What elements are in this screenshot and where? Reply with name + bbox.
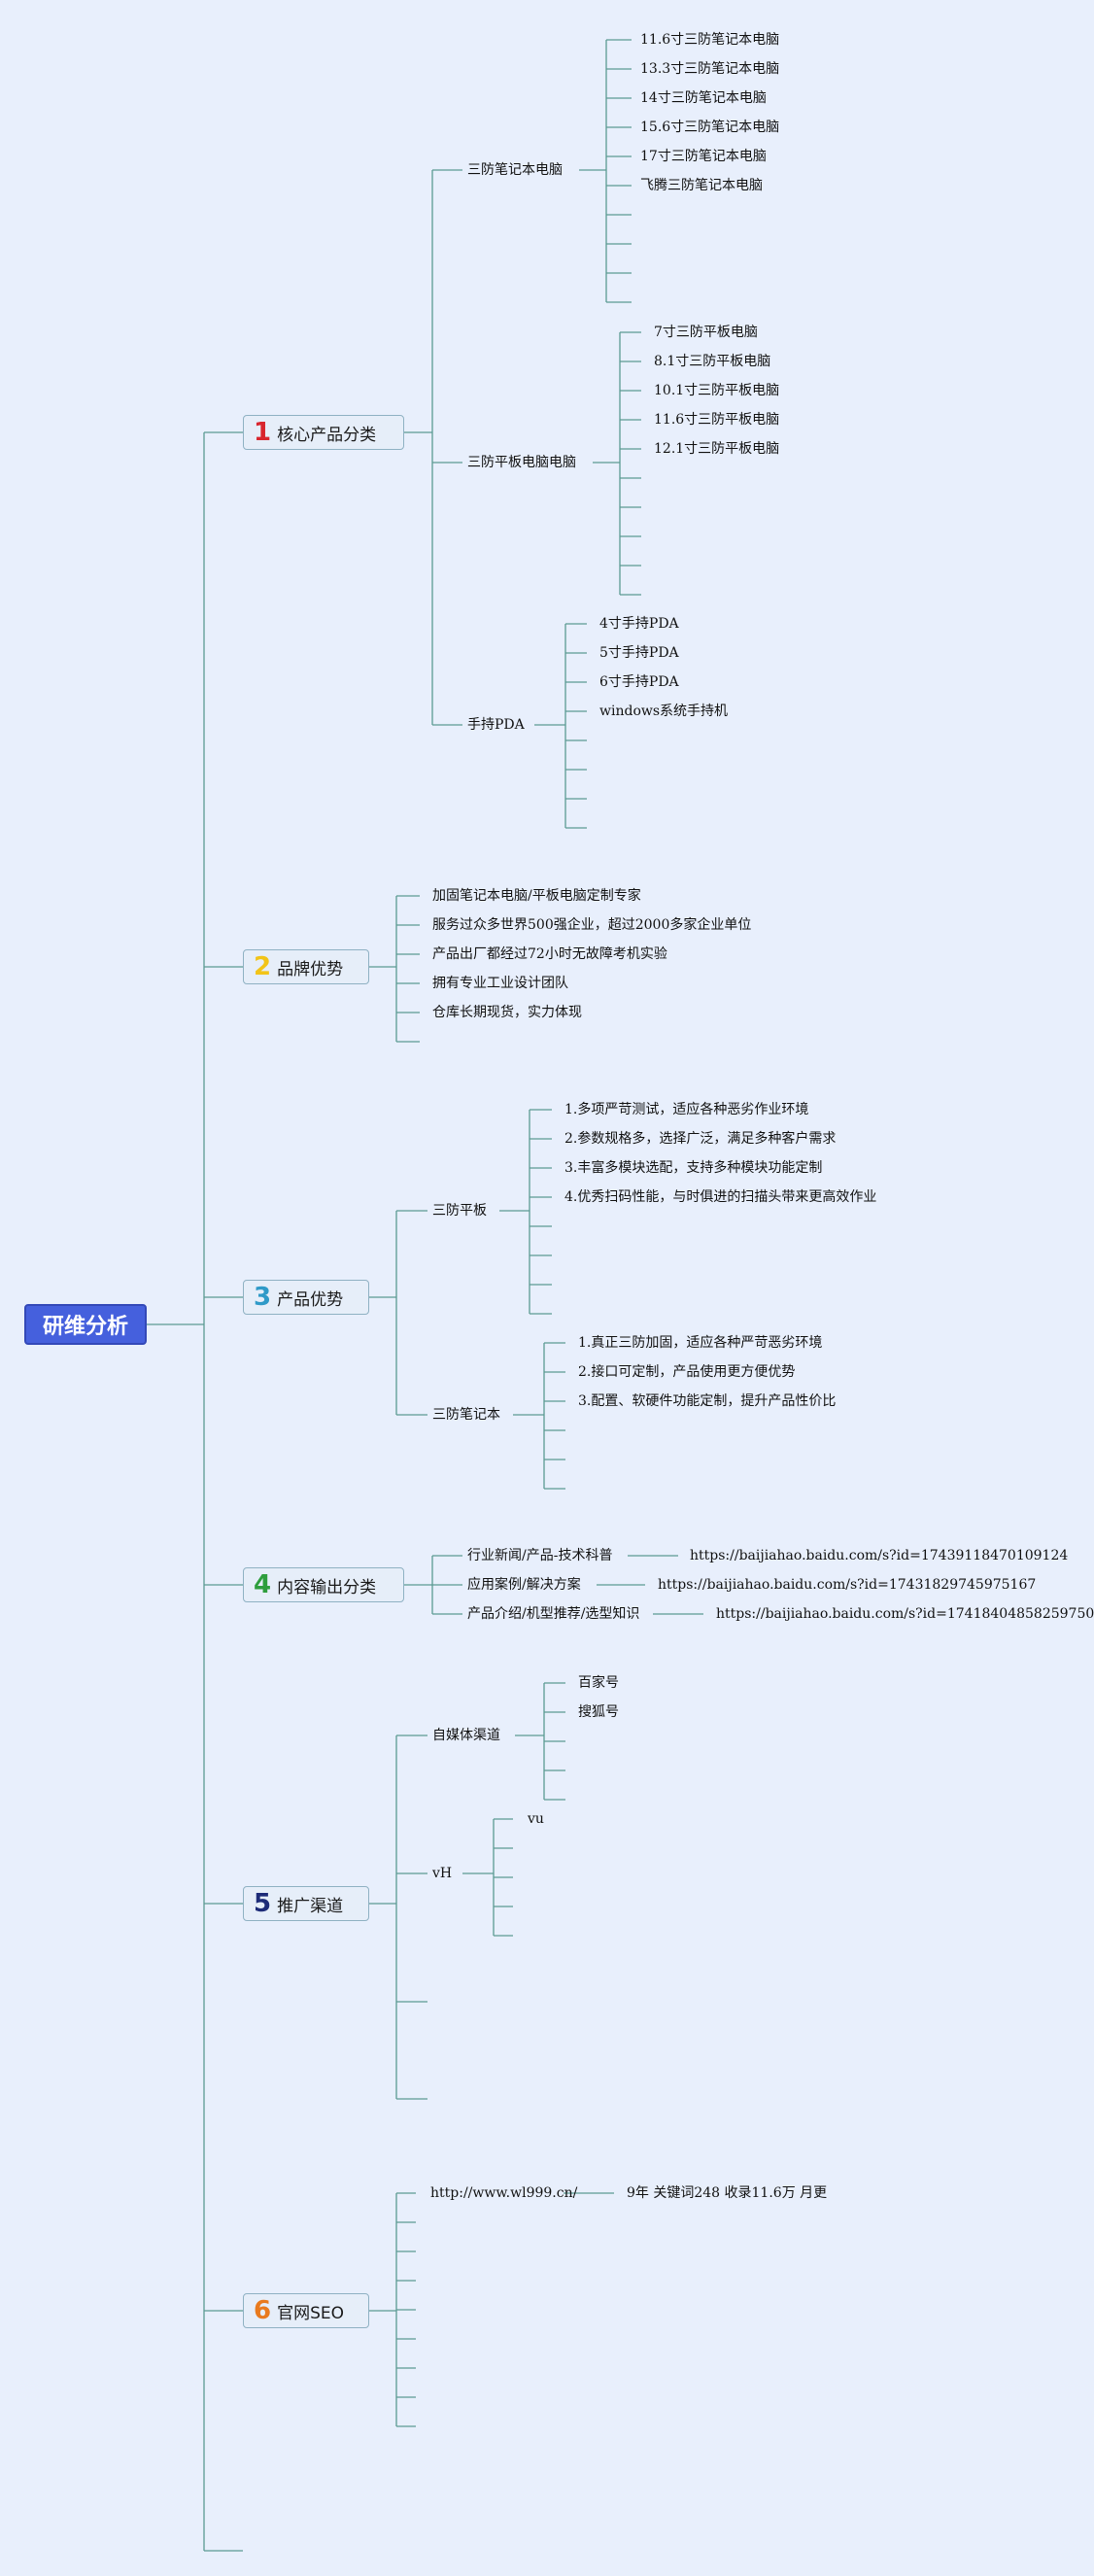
- group-label[interactable]: 自媒体渠道: [432, 1728, 500, 1743]
- category-label: 核心产品分类: [277, 425, 377, 445]
- leaf-item[interactable]: 拥有专业工业设计团队: [432, 976, 568, 991]
- category-node-1[interactable]: 1 核心产品分类: [243, 415, 404, 450]
- category-number: 4: [254, 1570, 272, 1599]
- category-number: 6: [254, 2296, 272, 2325]
- leaf-item[interactable]: 17寸三防笔记本电脑: [640, 149, 767, 164]
- leaf-item[interactable]: 4.优秀扫码性能，与时俱进的扫描头带来更高效作业: [564, 1189, 877, 1205]
- root-label: 研维分析: [42, 1315, 128, 1339]
- content-type-label[interactable]: 产品介绍/机型推荐/选型知识: [467, 1606, 640, 1622]
- leaf-item[interactable]: 12.1寸三防平板电脑: [654, 441, 780, 457]
- category-label: 官网SEO: [277, 2303, 345, 2323]
- category-label: 品牌优势: [277, 959, 344, 979]
- group-label[interactable]: vH: [432, 1866, 453, 1881]
- leaf-item[interactable]: vu: [528, 1811, 544, 1827]
- group-label[interactable]: 手持PDA: [467, 717, 525, 733]
- leaf-item[interactable]: 13.3寸三防笔记本电脑: [640, 61, 780, 77]
- leaf-item[interactable]: 仓库长期现货，实力体现: [432, 1005, 582, 1020]
- leaf-item[interactable]: 3.丰富多模块选配，支持多种模块功能定制: [564, 1160, 823, 1176]
- leaf-item[interactable]: 10.1寸三防平板电脑: [654, 383, 780, 398]
- content-type-label[interactable]: 应用案例/解决方案: [467, 1577, 581, 1593]
- content-type-label[interactable]: 行业新闻/产品-技术科普: [467, 1548, 613, 1563]
- leaf-item[interactable]: 11.6寸三防平板电脑: [654, 412, 780, 428]
- leaf-item[interactable]: 15.6寸三防笔记本电脑: [640, 120, 780, 135]
- group-label[interactable]: 三防笔记本: [432, 1407, 500, 1423]
- leaf-item[interactable]: 2.参数规格多，选择广泛，满足多种客户需求: [564, 1131, 837, 1147]
- content-url-link[interactable]: https://baijiahao.baidu.com/s?id=1743182…: [658, 1577, 1037, 1593]
- group-label[interactable]: 三防平板电脑电脑: [467, 455, 576, 470]
- leaf-item[interactable]: 搜狐号: [578, 1704, 619, 1720]
- leaf-item[interactable]: 4寸手持PDA: [599, 616, 679, 632]
- category-node-3[interactable]: 3 产品优势: [243, 1280, 369, 1315]
- category-number: 5: [254, 1889, 272, 1918]
- category-number: 3: [254, 1283, 272, 1312]
- leaf-item[interactable]: 14寸三防笔记本电脑: [640, 90, 767, 106]
- leaf-item[interactable]: 1.真正三防加固，适应各种严苛恶劣环境: [578, 1335, 823, 1351]
- group-label[interactable]: 三防平板: [432, 1203, 487, 1219]
- category-label: 内容输出分类: [277, 1577, 377, 1597]
- leaf-item[interactable]: 产品出厂都经过72小时无故障考机实验: [432, 946, 667, 962]
- seo-detail: 9年 关键词248 收录11.6万 月更: [627, 2185, 828, 2201]
- category-node-5[interactable]: 5 推广渠道: [243, 1886, 369, 1921]
- category-node-4[interactable]: 4 内容输出分类: [243, 1567, 404, 1602]
- category-label: 推广渠道: [277, 1896, 344, 1916]
- leaf-item[interactable]: 服务过众多世界500强企业，超过2000多家企业单位: [432, 917, 752, 933]
- category-label: 产品优势: [277, 1289, 344, 1310]
- leaf-item[interactable]: windows系统手持机: [599, 704, 729, 719]
- leaf-item[interactable]: 百家号: [578, 1675, 619, 1691]
- mindmap-connectors: [147, 39, 703, 2552]
- group-label[interactable]: 三防笔记本电脑: [467, 162, 563, 178]
- content-url-link[interactable]: https://baijiahao.baidu.com/s?id=1743911…: [690, 1548, 1069, 1563]
- leaf-item[interactable]: 飞腾三防笔记本电脑: [640, 178, 763, 193]
- category-node-2[interactable]: 2 品牌优势: [243, 949, 369, 984]
- category-number: 2: [254, 952, 272, 981]
- category-node-6[interactable]: 6 官网SEO: [243, 2293, 369, 2328]
- website-link[interactable]: http://www.wl999.cn/: [430, 2185, 578, 2201]
- leaf-item[interactable]: 3.配置、软硬件功能定制，提升产品性价比: [578, 1393, 837, 1409]
- leaf-item[interactable]: 加固笔记本电脑/平板电脑定制专家: [432, 888, 641, 904]
- root-node[interactable]: 研维分析: [24, 1304, 147, 1345]
- leaf-item[interactable]: 11.6寸三防笔记本电脑: [640, 32, 780, 48]
- leaf-item[interactable]: 1.多项严苛测试，适应各种恶劣作业环境: [564, 1102, 809, 1117]
- leaf-item[interactable]: 6寸手持PDA: [599, 674, 679, 690]
- leaf-item[interactable]: 5寸手持PDA: [599, 645, 679, 661]
- leaf-item[interactable]: 7寸三防平板电脑: [654, 325, 758, 340]
- leaf-item[interactable]: 2.接口可定制，产品使用更方便优势: [578, 1364, 796, 1380]
- category-number: 1: [254, 418, 272, 447]
- leaf-item[interactable]: 8.1寸三防平板电脑: [654, 354, 771, 369]
- content-url-link[interactable]: https://baijiahao.baidu.com/s?id=1741840…: [716, 1606, 1094, 1622]
